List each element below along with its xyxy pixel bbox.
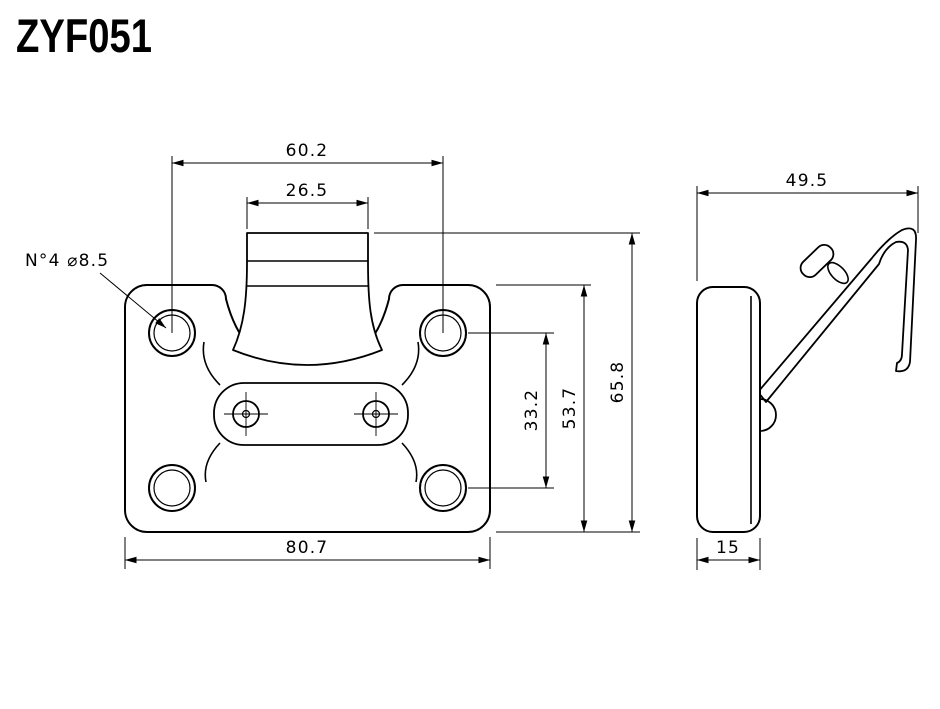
hole-inner [153,469,191,507]
extension-lines [696,186,919,281]
hole-outer [148,464,196,512]
hole-outer [419,464,467,512]
dimension-value: 33.2 [522,389,542,432]
extension-lines [696,538,761,570]
dim-plate-height: 53.7 [496,284,640,533]
dimension-value: 49.5 [786,171,829,191]
hole-callout: N°4 ⌀8.5 [25,251,167,329]
part-number-title: ZYF051 [16,9,152,62]
front-view: 60.2 26.5 80.7 33.2 53.7 65.8 N°4 [25,141,640,569]
dimension-value: 53.7 [560,387,580,430]
mount-hole-bottom-left [148,464,196,512]
extension-lines [171,156,444,333]
extension-lines [124,537,491,569]
extension-lines [468,332,554,489]
dimension-value: 26.5 [286,181,329,201]
leader-line [99,272,167,329]
dimension-value: 80.7 [286,538,329,558]
center-boss [213,382,409,446]
tongue-tab [232,232,383,366]
clip-hole-edge [827,261,849,285]
dim-plate-thickness: 15 [696,538,761,570]
dimension-value: 60.2 [286,141,329,161]
centerline-cross [224,392,268,436]
emboss-curves [202,341,420,483]
small-hole-right [354,392,398,436]
dim-overall-height: 65.8 [374,232,640,532]
dim-hole-pitch-width: 60.2 [171,141,444,333]
dimension-value: 65.8 [608,361,628,404]
dim-overall-width: 80.7 [124,537,491,569]
centerline-cross [354,392,398,436]
dimension-value: 15 [716,538,740,558]
dim-tab-width: 26.5 [246,181,369,229]
extension-lines [496,284,640,533]
dim-hole-pitch-height: 33.2 [468,332,554,489]
small-hole-left [224,392,268,436]
clip-strip [757,227,917,403]
clip-tip-tab [799,243,835,279]
hole-note-text: N°4 ⌀8.5 [25,251,109,271]
pin-bump [759,398,777,432]
side-view: 49.5 15 [696,171,919,570]
dim-overall-depth: 49.5 [696,171,919,281]
extension-lines [246,197,369,229]
hole-inner [424,469,462,507]
tongue-bend-lines [247,260,368,287]
mount-hole-bottom-right [419,464,467,512]
plate-profile [696,286,761,533]
